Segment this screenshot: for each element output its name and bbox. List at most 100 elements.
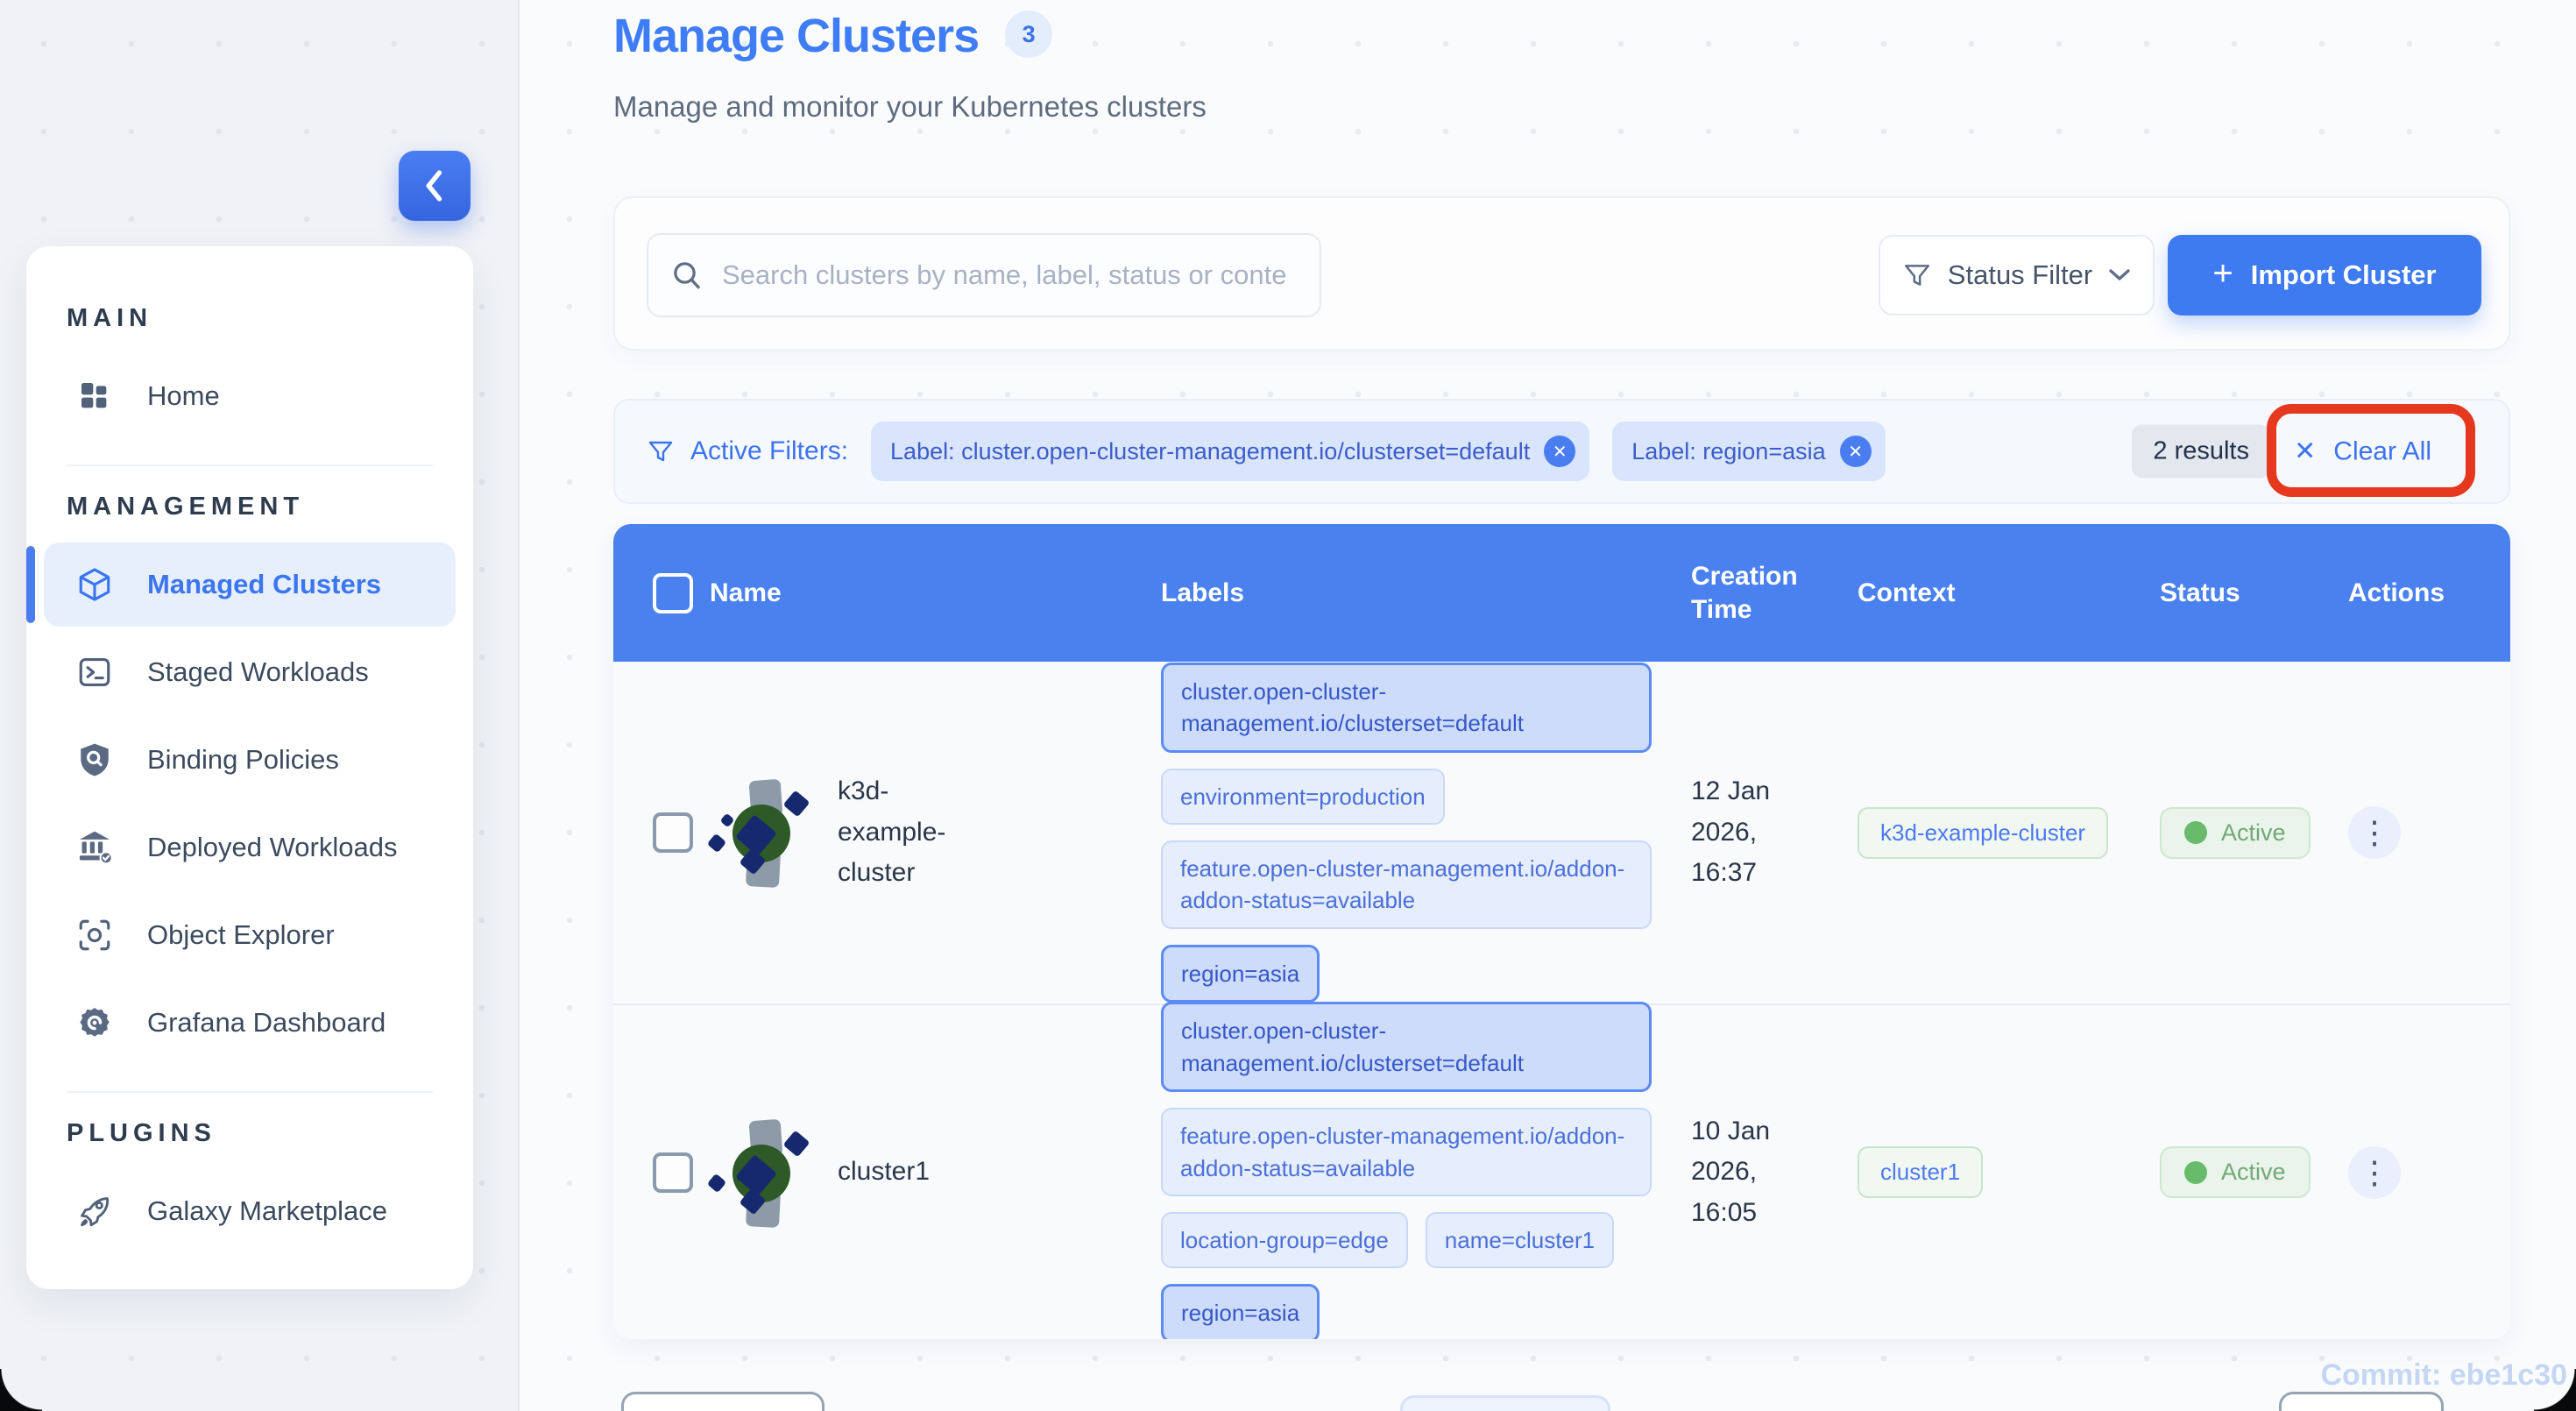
active-item-accent-bar — [26, 546, 35, 623]
table-header-row: Name Labels Creation Time Context Status… — [613, 524, 2510, 662]
page-subtitle: Manage and monitor your Kubernetes clust… — [613, 90, 1207, 124]
label-chip: feature.open-cluster-management.io/addon… — [1161, 1108, 1652, 1196]
sidebar-item-label: Home — [147, 380, 220, 412]
home-grid-icon — [75, 377, 114, 415]
creation-time: 12 Jan 2026, 16:37 — [1691, 771, 1796, 894]
pagination-page-indicator-partial[interactable] — [1400, 1395, 1610, 1411]
status-badge: Active — [2160, 807, 2311, 859]
rocket-icon — [75, 1192, 114, 1230]
row-actions-kebab-button[interactable]: ⋮ — [2348, 1146, 2401, 1199]
sidebar: MAIN Home MANAGEMENT Managed Clusters — [26, 246, 473, 1289]
label-chip: region=asia — [1161, 945, 1320, 1003]
terminal-icon — [75, 653, 114, 691]
sidebar-section-divider — [67, 1091, 433, 1093]
commit-hash-label: Commit: ebe1c30 — [2320, 1358, 2567, 1393]
active-filters-bar: Active Filters: Label: cluster.open-clus… — [613, 399, 2510, 504]
filter-chip-text: Label: region=asia — [1631, 438, 1825, 465]
sidebar-divider-line — [518, 0, 520, 1411]
label-chip: location-group=edge — [1161, 1212, 1408, 1268]
row-checkbox[interactable] — [653, 812, 693, 853]
cluster-name: k3d-example-cluster — [838, 771, 982, 894]
remove-filter-icon[interactable]: ✕ — [1840, 436, 1872, 467]
sidebar-item-home[interactable]: Home — [44, 354, 456, 438]
column-header-status: Status — [2160, 578, 2348, 608]
sidebar-item-label: Galaxy Marketplace — [147, 1195, 387, 1227]
shield-search-icon — [75, 741, 114, 779]
cluster-logo-icon — [710, 780, 815, 885]
grafana-icon — [75, 1003, 114, 1042]
column-header-actions: Actions — [2348, 578, 2510, 608]
sidebar-section-management: MANAGEMENT — [26, 493, 473, 521]
sidebar-collapse-button[interactable] — [399, 151, 471, 221]
sidebar-item-label: Object Explorer — [147, 919, 335, 951]
scan-object-icon — [75, 916, 114, 954]
clear-all-button[interactable]: ✕ Clear All — [2294, 436, 2431, 467]
sidebar-item-label: Staged Workloads — [147, 656, 369, 688]
clear-all-label: Clear All — [2333, 436, 2431, 466]
page-title: Manage Clusters — [613, 9, 979, 63]
filter-chip-clusterset: Label: cluster.open-cluster-management.i… — [871, 422, 1589, 481]
label-chip: feature.open-cluster-management.io/addon… — [1161, 840, 1652, 929]
sidebar-item-galaxy-marketplace[interactable]: Galaxy Marketplace — [44, 1169, 456, 1253]
sidebar-section-divider — [67, 464, 433, 466]
cluster-logo-icon — [710, 1120, 815, 1225]
column-header-labels: Labels — [1161, 578, 1691, 608]
window-corner-bottom-left — [0, 1369, 42, 1411]
funnel-icon — [1902, 260, 1932, 290]
active-filters-label-group: Active Filters: — [647, 436, 848, 466]
clear-all-x-icon: ✕ — [2294, 436, 2316, 467]
toolbar-card: Status Filter + Import Cluster — [613, 196, 2510, 351]
table-row-k3d-example-cluster: k3d-example-cluster cluster.open-cluster… — [613, 662, 2510, 1003]
filter-chip-region: Label: region=asia ✕ — [1612, 422, 1885, 481]
label-chip: name=cluster1 — [1426, 1212, 1614, 1268]
sidebar-item-label: Binding Policies — [147, 744, 339, 776]
label-chip: cluster.open-cluster-management.io/clust… — [1161, 1002, 1652, 1092]
funnel-icon-blue — [647, 437, 675, 465]
select-all-checkbox[interactable] — [653, 573, 693, 613]
import-cluster-label: Import Cluster — [2251, 259, 2437, 291]
context-chip: k3d-example-cluster — [1858, 807, 2108, 859]
status-filter-button[interactable]: Status Filter — [1879, 235, 2155, 316]
sidebar-section-plugins: PLUGINS — [26, 1119, 473, 1148]
cluster-count-badge: 3 — [1005, 11, 1052, 58]
row-actions-kebab-button[interactable]: ⋮ — [2348, 806, 2401, 859]
sidebar-item-managed-clusters[interactable]: Managed Clusters — [44, 542, 456, 627]
sidebar-item-binding-policies[interactable]: Binding Policies — [44, 718, 456, 802]
status-filter-label: Status Filter — [1948, 259, 2092, 291]
window-corner-bottom-right — [2534, 1369, 2576, 1411]
sidebar-item-deployed-workloads[interactable]: Deployed Workloads — [44, 805, 456, 890]
sidebar-item-label: Deployed Workloads — [147, 832, 397, 863]
status-text: Active — [2221, 819, 2286, 847]
sidebar-section-main: MAIN — [26, 304, 473, 333]
results-count: 2 results — [2132, 425, 2270, 479]
creation-time: 10 Jan 2026, 16:05 — [1691, 1111, 1796, 1234]
search-box — [647, 233, 1321, 317]
remove-filter-icon[interactable]: ✕ — [1544, 436, 1575, 467]
column-header-context: Context — [1858, 578, 2160, 608]
column-header-name: Name — [710, 578, 1161, 608]
cube-icon — [75, 565, 114, 604]
sidebar-item-label: Grafana Dashboard — [147, 1007, 386, 1039]
bank-check-icon — [75, 828, 114, 867]
sidebar-item-grafana-dashboard[interactable]: Grafana Dashboard — [44, 981, 456, 1065]
row-checkbox[interactable] — [653, 1152, 693, 1193]
label-chip: environment=production — [1161, 769, 1445, 825]
label-chip: cluster.open-cluster-management.io/clust… — [1161, 663, 1652, 753]
sidebar-item-label: Managed Clusters — [147, 569, 381, 600]
clusters-table: Name Labels Creation Time Context Status… — [613, 524, 2510, 1339]
active-filters-label: Active Filters: — [690, 436, 848, 466]
plus-icon: + — [2212, 256, 2233, 291]
status-dot-icon — [2184, 1161, 2207, 1184]
pagination-next-button-partial[interactable] — [2279, 1392, 2444, 1411]
sidebar-item-staged-workloads[interactable]: Staged Workloads — [44, 630, 456, 714]
status-dot-icon — [2184, 821, 2207, 844]
cluster-name: cluster1 — [838, 1152, 982, 1193]
sidebar-item-object-explorer[interactable]: Object Explorer — [44, 893, 456, 977]
label-chip: region=asia — [1161, 1284, 1320, 1339]
pagination-previous-button-partial[interactable] — [621, 1392, 824, 1411]
status-badge: Active — [2160, 1146, 2311, 1198]
column-header-creation-time: Creation Time — [1691, 560, 1805, 626]
import-cluster-button[interactable]: + Import Cluster — [2168, 235, 2481, 316]
search-input[interactable] — [722, 259, 1299, 291]
